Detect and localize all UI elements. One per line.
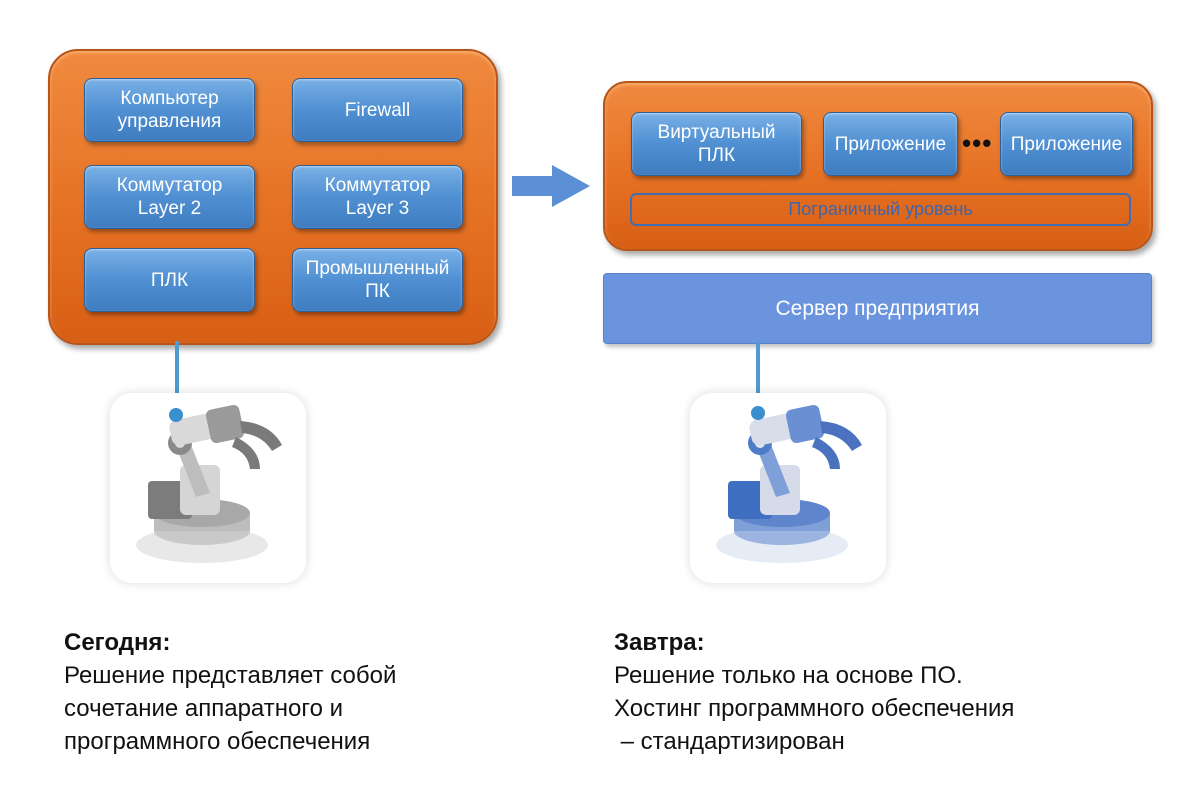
enterprise-server-bar: Сервер предприятия [603, 273, 1152, 344]
edge-layer-bar: Пограничный уровень [630, 193, 1131, 226]
firewall-box: Firewall [292, 78, 463, 142]
blue-robot-arm-icon [716, 404, 862, 563]
plc-box: ПЛК [84, 248, 255, 312]
tomorrow-title: Завтра: [614, 629, 705, 656]
right-arrow-icon [512, 165, 590, 207]
right-connector-line [756, 342, 760, 414]
application-box-1: Приложение [823, 112, 958, 176]
tomorrow-caption: Завтра: Решение только на основе ПО. Хос… [614, 626, 1014, 758]
today-line-2: сочетание аппаратного и [64, 695, 343, 722]
tomorrow-line-2: Хостинг программного обеспечения [614, 695, 1015, 722]
today-line-3: программного обеспечения [64, 728, 371, 755]
tomorrow-line-1: Решение только на основе ПО. [614, 662, 963, 689]
ellipsis-dots: ••• [962, 128, 993, 158]
gray-robot-arm-icon [136, 404, 282, 563]
today-line-1: Решение представляет собой [64, 662, 397, 689]
tomorrow-robot-card [690, 393, 886, 583]
left-connector-line [175, 341, 179, 416]
tomorrow-line-3: – стандартизирован [614, 728, 845, 755]
application-box-2: Приложение [1000, 112, 1133, 176]
today-caption: Сегодня: Решение представляет собой соче… [64, 626, 396, 758]
today-title: Сегодня: [64, 629, 171, 656]
today-robot-card [110, 393, 306, 583]
